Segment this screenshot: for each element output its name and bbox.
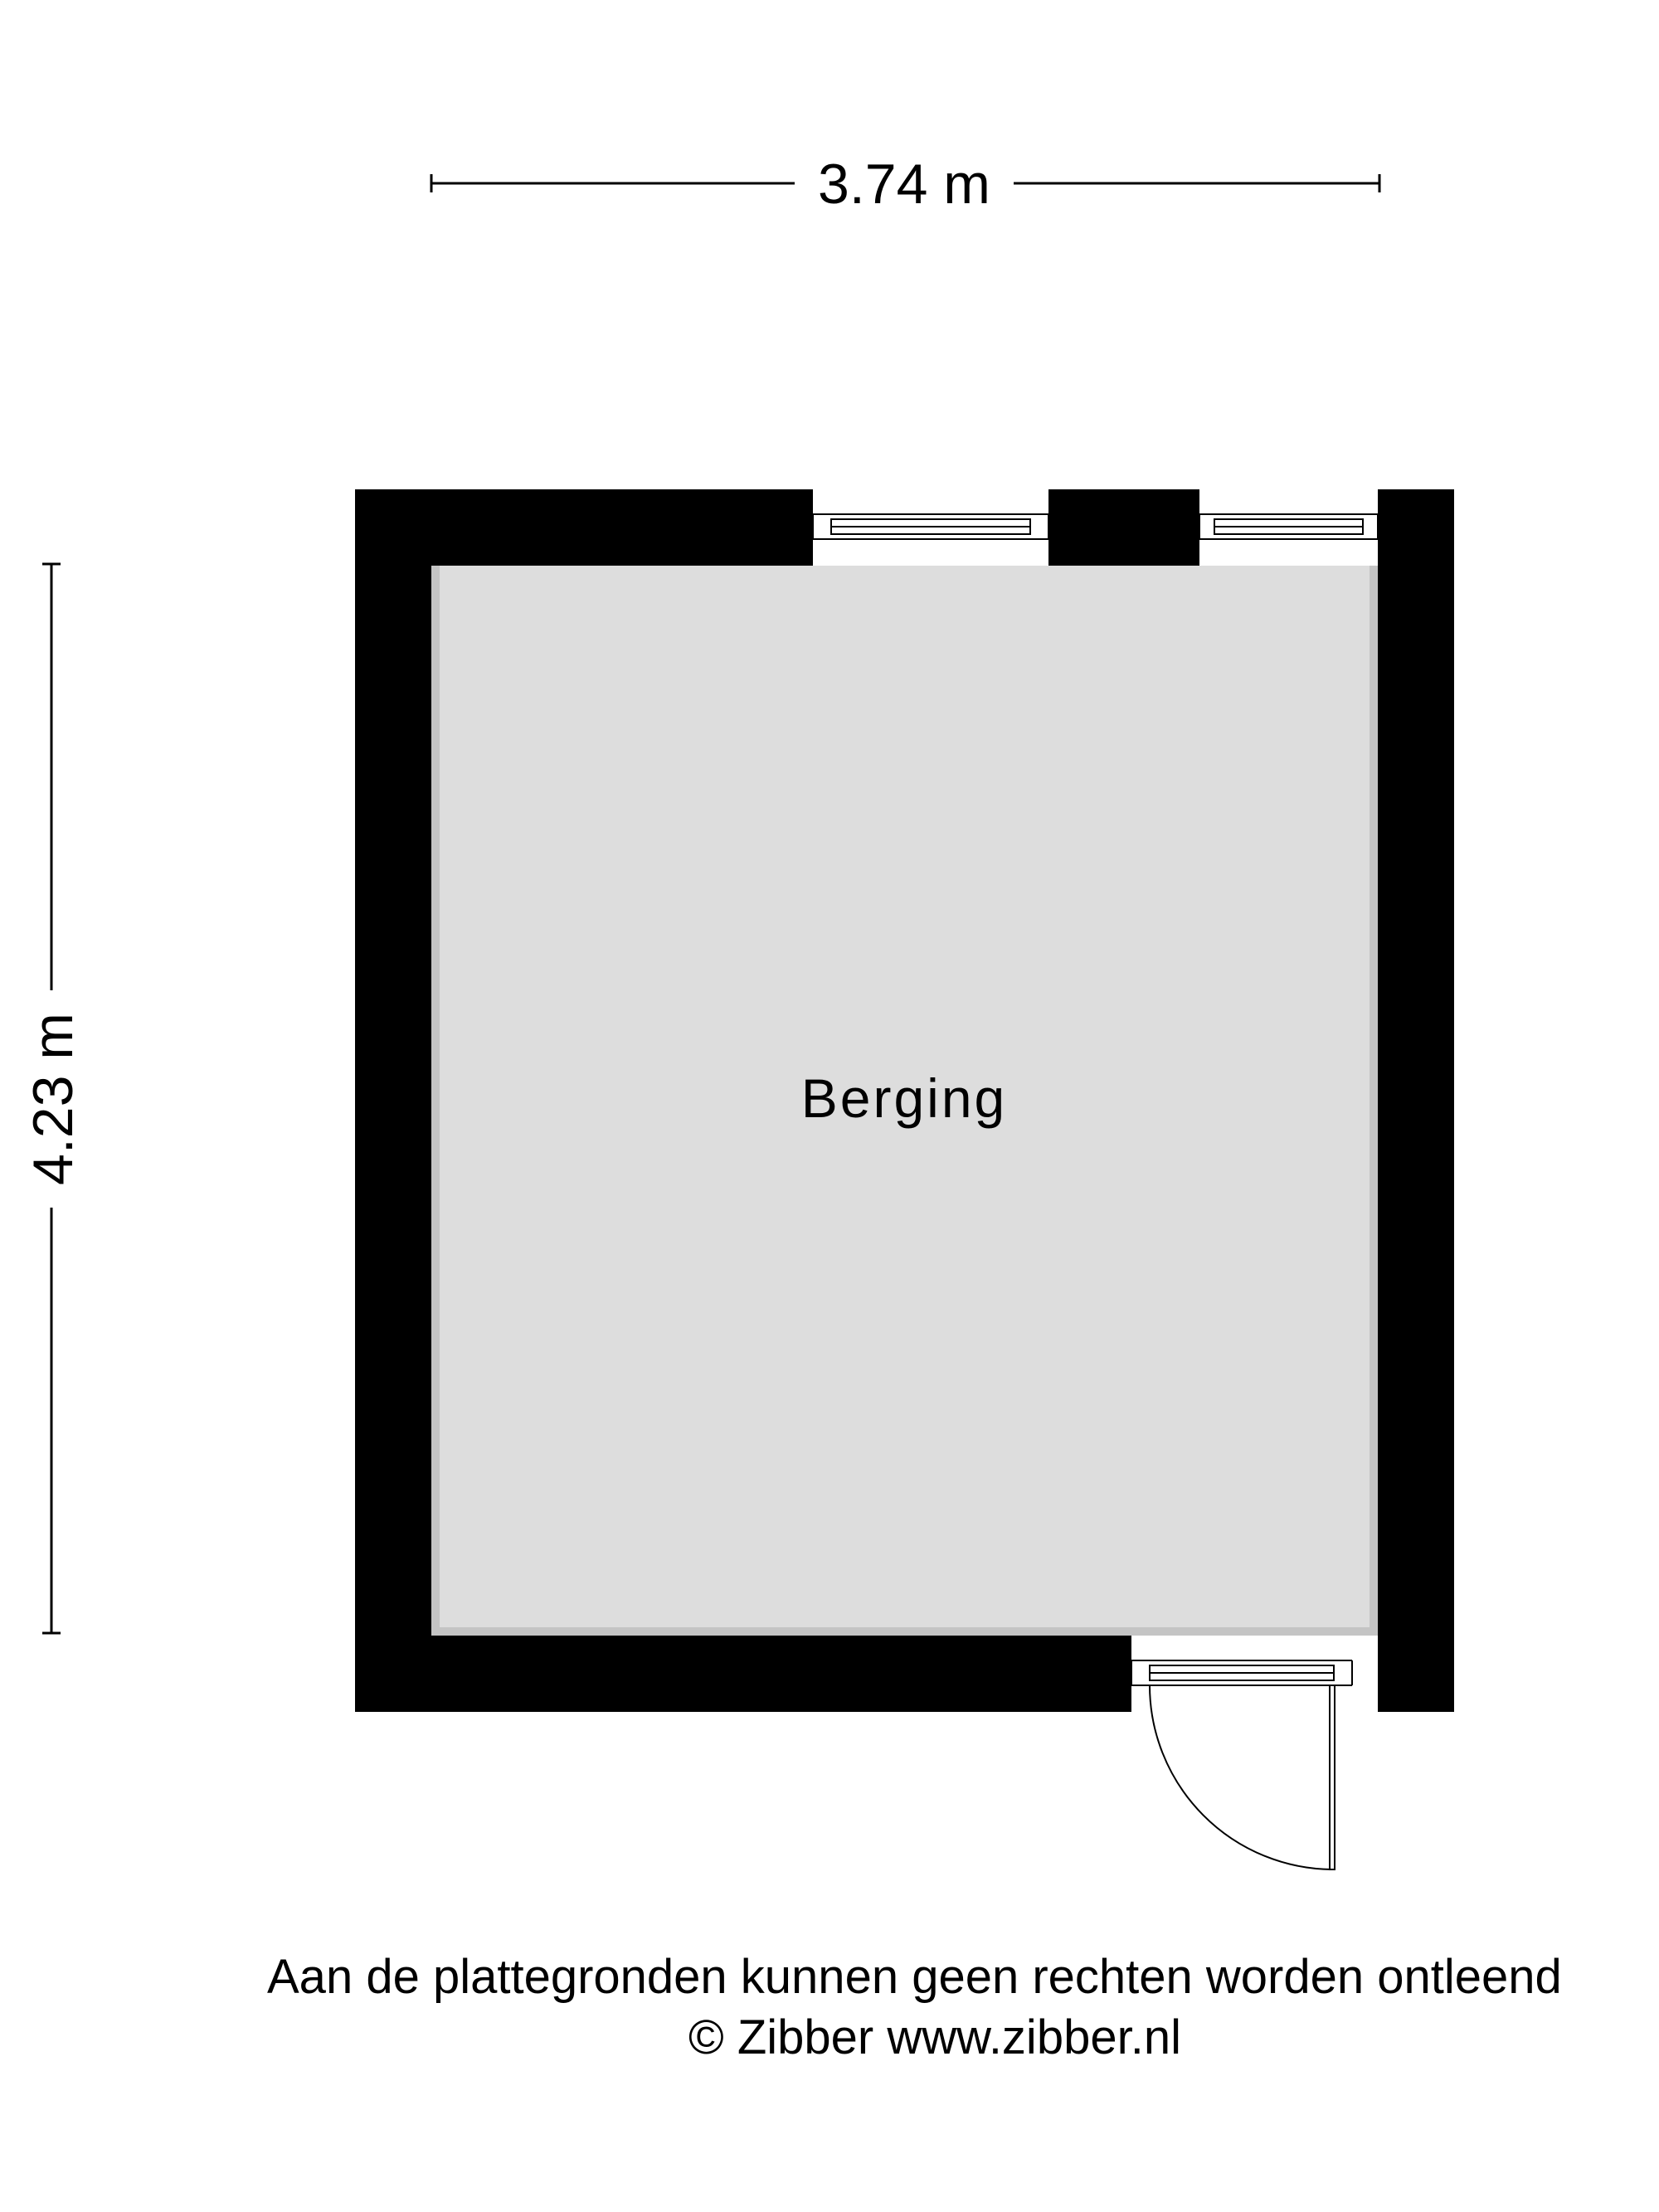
door-leaf: [1329, 1685, 1335, 1870]
height-dimension-label: 4.23 m: [22, 1013, 85, 1185]
width-dimension: 3.74 m: [430, 153, 1381, 216]
disclaimer-text: Aan de plattegronden kunnen geen rechten…: [267, 1950, 1562, 2004]
wall-bottom: [355, 1636, 1131, 1712]
height-dimension: 4.23 m: [22, 562, 85, 1635]
wall-top-middle: [1048, 489, 1199, 566]
door-bottom: [1131, 1660, 1353, 1870]
room-floor: [440, 566, 1370, 1627]
width-dimension-label: 3.74 m: [818, 153, 990, 216]
copyright-text: © Zibber www.zibber.nl: [688, 2010, 1181, 2064]
walls: [355, 489, 1454, 1712]
room-label: Berging: [801, 1067, 1008, 1129]
door-swing-arc: [1149, 1685, 1333, 1870]
wall-right: [1378, 489, 1454, 1712]
wall-left: [355, 489, 431, 1712]
window-top-left: [812, 513, 1049, 540]
window-top-right: [1199, 513, 1379, 540]
